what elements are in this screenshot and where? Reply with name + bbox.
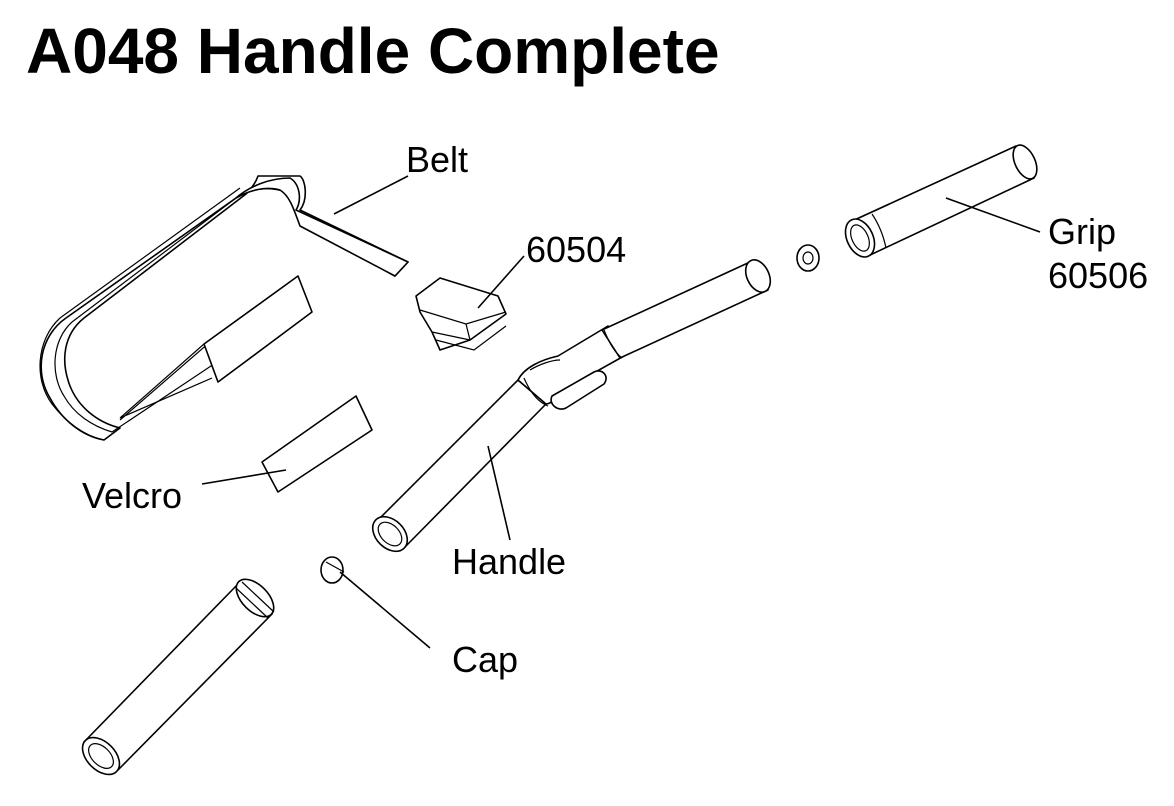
part-60504-leader-line xyxy=(478,256,524,308)
handle-part xyxy=(366,256,775,558)
velcro-strip-upper xyxy=(120,276,312,418)
part-60504 xyxy=(416,278,506,350)
cap-leader-line xyxy=(340,572,430,648)
nut-part xyxy=(797,245,819,271)
diagram-title: A048 Handle Complete xyxy=(26,15,720,87)
grip-label: Grip xyxy=(1048,211,1117,252)
cap-part xyxy=(321,557,344,583)
velcro-label: Velcro xyxy=(82,475,183,516)
belt-part xyxy=(40,176,408,440)
belt-leader-line xyxy=(334,176,408,214)
grip-part xyxy=(840,141,1042,261)
lower-tube-part xyxy=(76,573,281,782)
belt-label: Belt xyxy=(406,139,469,180)
part-60504-label: 60504 xyxy=(526,229,627,270)
handle-label: Handle xyxy=(452,541,567,582)
grip-leader-line xyxy=(946,198,1040,232)
grip-number-label: 60506 xyxy=(1048,255,1149,296)
handle-leader-line xyxy=(488,446,510,540)
cap-label: Cap xyxy=(452,639,519,680)
velcro-leader-line xyxy=(202,470,286,484)
velcro-strip xyxy=(262,396,372,492)
